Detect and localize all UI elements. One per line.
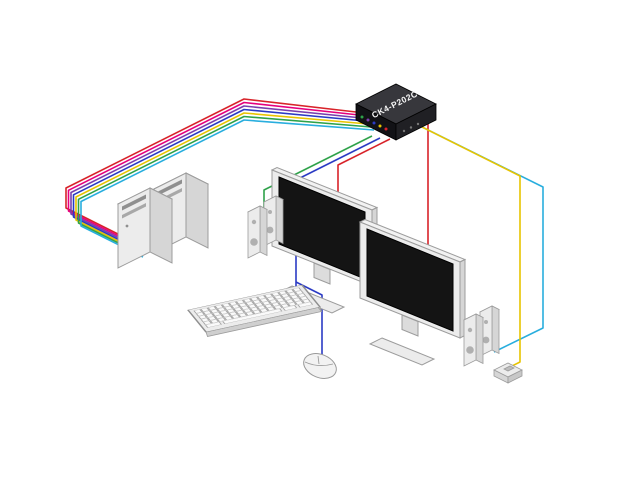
- monitor1-stand-neck: [313, 262, 331, 285]
- tower1-drive-bay: [122, 194, 146, 211]
- kvm-right-face: [395, 103, 437, 141]
- keyboard-keys: [193, 287, 314, 328]
- monitor2-stand-base: [368, 337, 436, 366]
- monitor2-stand-neck: [401, 314, 419, 337]
- tower1-drive-bay: [122, 203, 146, 219]
- tower2-side: [185, 172, 209, 249]
- tower2-drive-bay: [158, 179, 182, 196]
- mouse: [303, 353, 337, 379]
- kvm-port-purple: [366, 118, 370, 122]
- speakerR-front-driver: [466, 346, 474, 354]
- speakerL-back-driver: [266, 226, 274, 234]
- kvm-port-blue: [372, 121, 376, 125]
- cable-mouse: [295, 281, 323, 358]
- speakerR-front-side: [475, 313, 484, 365]
- remote-side: [507, 369, 523, 384]
- cable-bundle: [65, 98, 375, 258]
- speakerR-back-side: [491, 305, 500, 355]
- monitor-2: [358, 218, 467, 366]
- tower1-power-button: [125, 224, 129, 228]
- kvm-switch: CK4-P202C: [355, 83, 437, 141]
- bundle-cable-purple: [70, 105, 363, 246]
- mouse-button-divider: [317, 355, 320, 365]
- tower1-front: [117, 187, 151, 269]
- speakerL-front-driver: [250, 238, 258, 246]
- kvm-led: [409, 126, 413, 129]
- kvm-led: [416, 122, 420, 126]
- tower1-side: [149, 187, 173, 264]
- computer-1: [116, 187, 174, 269]
- speakerL-front-driver: [251, 219, 257, 225]
- speakerR-back-driver: [484, 320, 488, 324]
- bundle-cable-magenta: [67, 101, 360, 243]
- speakerL-back-side: [275, 195, 284, 245]
- bundle-cable-red: [65, 98, 357, 240]
- speakerL-front-side: [259, 205, 268, 257]
- speakers-right: [463, 305, 500, 367]
- monitor2-screen: [366, 228, 454, 332]
- remote-button: [503, 365, 515, 372]
- kvm-port-red: [384, 127, 388, 131]
- mouse-button-seam: [304, 361, 334, 367]
- cable-monitor-1: [337, 138, 391, 198]
- speakerR-back-driver: [482, 336, 490, 344]
- speakerL-back-driver: [268, 210, 272, 214]
- remote-switch: [493, 362, 523, 384]
- keyboard: [187, 284, 323, 337]
- speakerR-front-front: [463, 313, 477, 367]
- bundle-cable-cyan: [80, 119, 375, 258]
- speakerR-front-driver: [467, 327, 473, 333]
- kvm-led: [402, 129, 406, 133]
- bundle-cable-blue: [72, 108, 366, 249]
- kvm-port-green: [360, 115, 364, 119]
- speakers-left: [247, 195, 284, 259]
- bundle-cable-green: [77, 115, 372, 255]
- bundle-cable-yellow: [75, 112, 369, 252]
- kvm-port-yellow: [378, 124, 382, 128]
- speakerL-front-front: [247, 205, 261, 259]
